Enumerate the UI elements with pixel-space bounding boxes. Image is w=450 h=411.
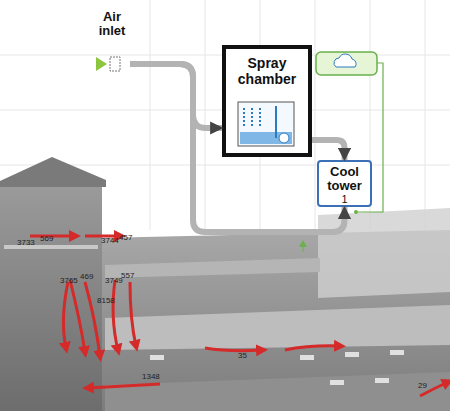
duct-connector (130, 64, 222, 128)
cloud-icon (334, 54, 356, 67)
process-box: Cool tower1 (317, 160, 372, 207)
callout-number: 569 (40, 234, 53, 243)
wire-dot (354, 210, 358, 214)
duct-connector (312, 140, 345, 160)
spray-symbol (238, 102, 294, 146)
node-title: Spray chamber (228, 55, 306, 87)
node-title: Air inlet (94, 10, 130, 38)
callout-number: 29 (418, 381, 427, 390)
duct-connector (130, 64, 345, 232)
callout-number: 469 (80, 272, 93, 281)
node-title: Cool tower (320, 165, 369, 193)
floor-slab (105, 305, 450, 350)
airflow-arrows (30, 236, 448, 396)
callout-number: 3744 (101, 236, 119, 245)
tower-roof (0, 157, 106, 187)
node-number: 1 (320, 193, 369, 205)
weather-box (316, 52, 377, 75)
green-arrow (299, 240, 307, 247)
green-arrow (303, 247, 304, 252)
callout-number: 35 (238, 351, 247, 360)
floor-slab (105, 258, 320, 278)
inlet-symbol (96, 57, 107, 71)
callout-number: 1348 (142, 372, 160, 381)
tower (0, 187, 102, 411)
inlet-grille (110, 57, 120, 71)
callout-number: 3765 (60, 276, 78, 285)
callout-number: 557 (121, 271, 134, 280)
callout-number: 457 (119, 233, 132, 242)
callout-number: 3733 (17, 238, 35, 247)
process-box: Spray chamber (222, 45, 312, 157)
callout-number: 8158 (97, 296, 115, 305)
inlet-node: Air inlet (94, 10, 130, 74)
furniture (150, 350, 404, 385)
glass-box (318, 208, 450, 298)
signal-wire (358, 63, 383, 212)
floor (105, 372, 450, 411)
callout-number: 3749 (105, 276, 123, 285)
